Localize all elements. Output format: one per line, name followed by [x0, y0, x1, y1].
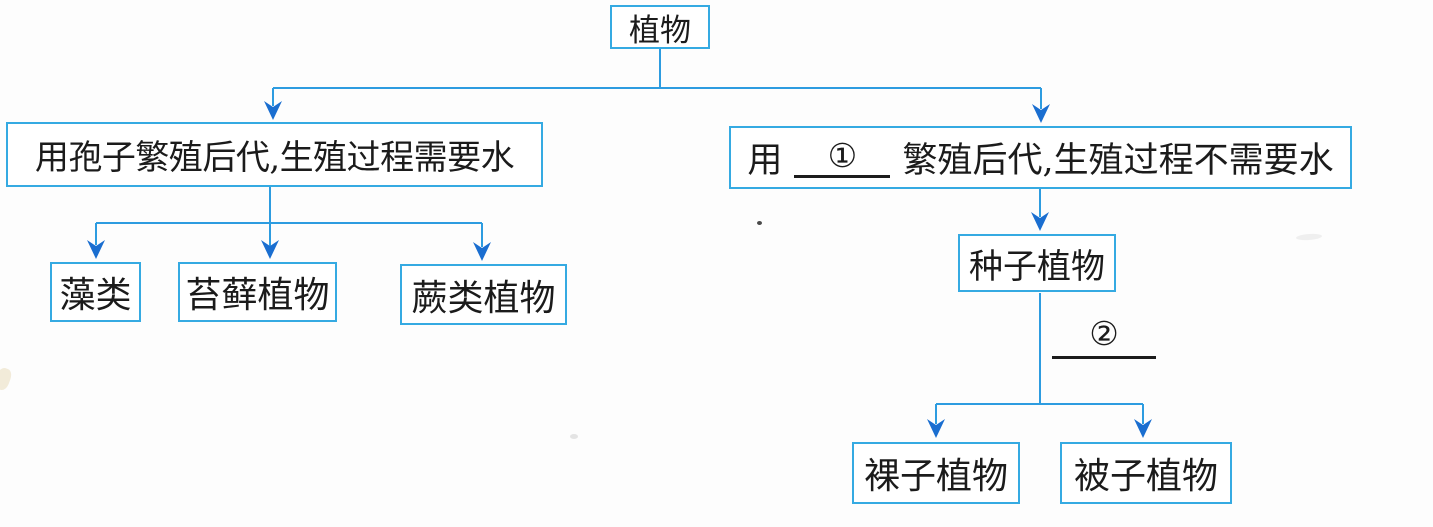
- node-plant-label: 植物: [629, 12, 691, 49]
- arrowhead-right-branch: [1032, 104, 1050, 123]
- node-seed-description: 用 ① 繁殖后代,生殖过程不需要水: [729, 126, 1352, 189]
- node-fern-label: 蕨类植物: [411, 277, 556, 319]
- node-seed-plants: 种子植物: [958, 234, 1116, 292]
- node-gymnosperm: 裸子植物: [852, 442, 1020, 504]
- node-algae: 藻类: [50, 262, 141, 322]
- arrowhead-algae: [87, 240, 105, 259]
- node-spore-description: 用孢子繁殖后代,生殖过程需要水: [6, 122, 543, 187]
- node-moss-label: 苔藓植物: [185, 275, 330, 316]
- arrowhead-left-branch: [264, 101, 282, 120]
- node-seed-plants-label: 种子植物: [969, 246, 1105, 287]
- node-fern: 蕨类植物: [400, 264, 567, 325]
- node-algae-label: 藻类: [59, 275, 132, 316]
- fill-in-blank-1: ①: [794, 137, 891, 178]
- node-angiosperm: 被子植物: [1060, 442, 1232, 504]
- arrowhead-fern: [473, 242, 491, 261]
- scan-speck: [0, 366, 14, 392]
- node-plant: 植物: [610, 5, 710, 49]
- scan-speck: [570, 434, 578, 439]
- node-spore-description-label: 用孢子繁殖后代,生殖过程需要水: [34, 138, 515, 178]
- node-gymnosperm-label: 裸子植物: [863, 456, 1008, 497]
- node-seed-description-suffix: 繁殖后代,生殖过程不需要水: [902, 141, 1334, 181]
- arrowhead-moss: [261, 240, 279, 259]
- node-angiosperm-label: 被子植物: [1073, 456, 1218, 497]
- node-seed-description-prefix: 用: [747, 141, 783, 181]
- arrowhead-seed-plants: [1031, 212, 1049, 231]
- node-moss: 苔藓植物: [178, 262, 337, 322]
- arrowhead-gymnosperm: [927, 419, 945, 438]
- arrowhead-angiosperm: [1134, 419, 1152, 438]
- scan-speck: [1295, 233, 1323, 241]
- scan-speck: [757, 221, 762, 225]
- fill-in-blank-2: ②: [1052, 314, 1156, 359]
